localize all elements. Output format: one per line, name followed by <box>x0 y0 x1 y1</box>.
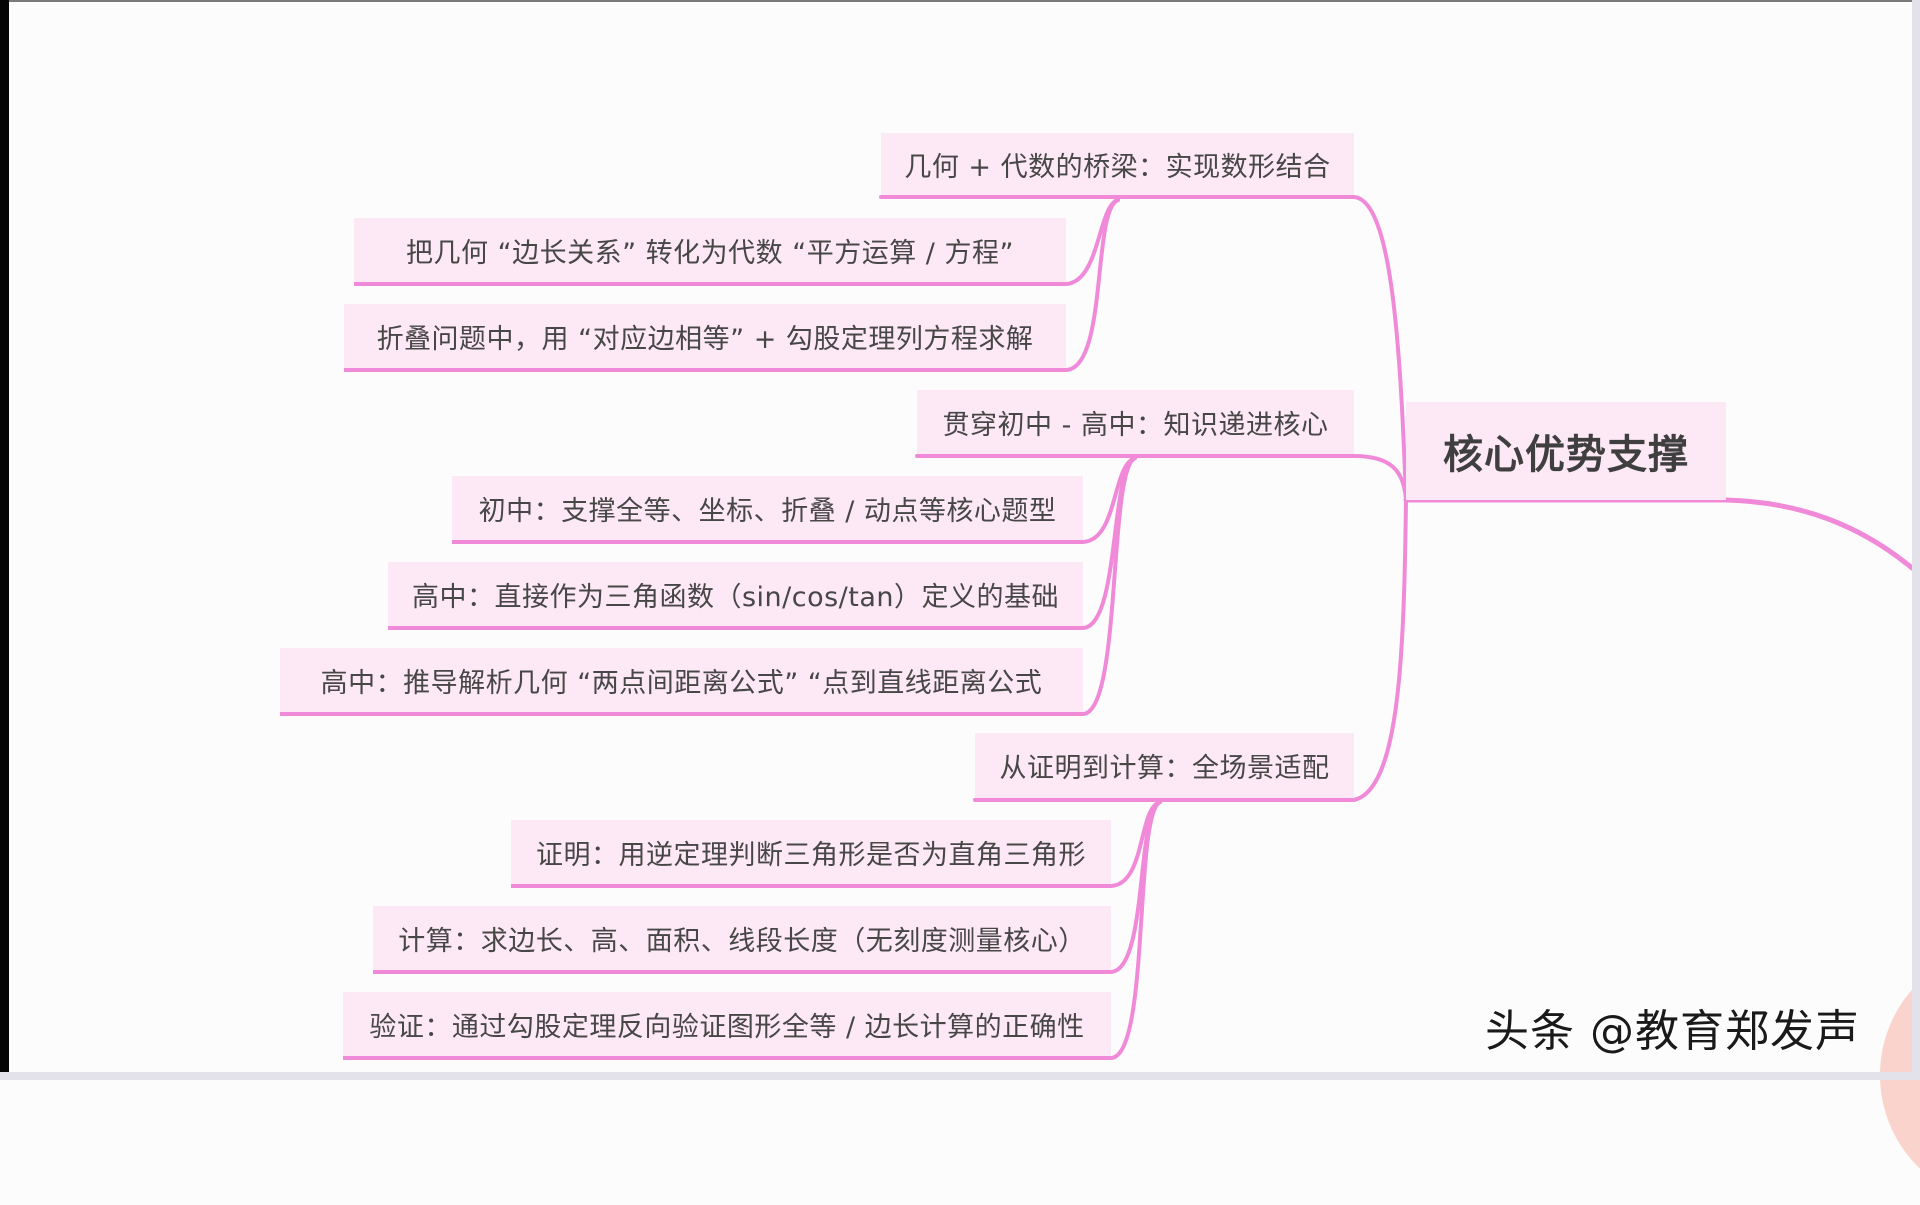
leaf-node-label: 折叠问题中，用 “对应边相等” + 勾股定理列方程求解 <box>376 323 1034 355</box>
window-right-border <box>1912 0 1920 1080</box>
leaf-node-label: 证明：用逆定理判断三角形是否为直角三角形 <box>536 839 1086 871</box>
window-left-border <box>0 0 9 1080</box>
leaf-node-label: 计算：求边长、高、面积、线段长度（无刻度测量核心） <box>398 925 1086 957</box>
leaf-node-2-2[interactable]: 高中：直接作为三角函数（sin/cos/tan）定义的基础 <box>388 562 1083 630</box>
window-top-border <box>0 0 1920 2</box>
branch-node-1[interactable]: 几何 + 代数的桥梁：实现数形结合 <box>881 133 1354 199</box>
leaf-node-2-1[interactable]: 初中：支撑全等、坐标、折叠 / 动点等核心题型 <box>452 476 1083 544</box>
leaf-node-label: 高中：推导解析几何 “两点间距离公式” “点到直线距离公式 <box>320 667 1043 699</box>
leaf-node-1-2[interactable]: 折叠问题中，用 “对应边相等” + 勾股定理列方程求解 <box>344 304 1066 372</box>
root-node-label: 核心优势支撑 <box>1443 432 1689 478</box>
leaf-node-3-2[interactable]: 计算：求边长、高、面积、线段长度（无刻度测量核心） <box>373 906 1111 974</box>
leaf-node-3-3[interactable]: 验证：通过勾股定理反向验证图形全等 / 边长计算的正确性 <box>343 992 1111 1060</box>
branch-node-label: 几何 + 代数的桥梁：实现数形结合 <box>904 151 1331 183</box>
branch-node-2[interactable]: 贯穿初中 - 高中：知识递进核心 <box>917 390 1354 458</box>
leaf-node-label: 高中：直接作为三角函数（sin/cos/tan）定义的基础 <box>411 581 1060 613</box>
leaf-node-label: 把几何 “边长关系” 转化为代数 “平方运算 / 方程” <box>406 237 1014 269</box>
leaf-node-label: 验证：通过勾股定理反向验证图形全等 / 边长计算的正确性 <box>369 1011 1085 1043</box>
branch-node-label: 贯穿初中 - 高中：知识递进核心 <box>942 409 1329 441</box>
branch-node-label: 从证明到计算：全场景适配 <box>999 753 1330 784</box>
watermark-text: 头条 @教育郑发声 <box>1485 1006 1860 1057</box>
leaf-node-label: 初中：支撑全等、坐标、折叠 / 动点等核心题型 <box>478 495 1057 527</box>
leaf-node-1-1[interactable]: 把几何 “边长关系” 转化为代数 “平方运算 / 方程” <box>354 218 1066 286</box>
branch-node-3[interactable]: 从证明到计算：全场景适配 <box>975 733 1354 802</box>
leaf-node-2-3[interactable]: 高中：推导解析几何 “两点间距离公式” “点到直线距离公式 <box>280 648 1083 716</box>
leaf-node-3-1[interactable]: 证明：用逆定理判断三角形是否为直角三角形 <box>511 820 1111 888</box>
root-node[interactable]: 核心优势支撑 <box>1406 402 1726 500</box>
window-bottom-border <box>0 1072 1920 1080</box>
